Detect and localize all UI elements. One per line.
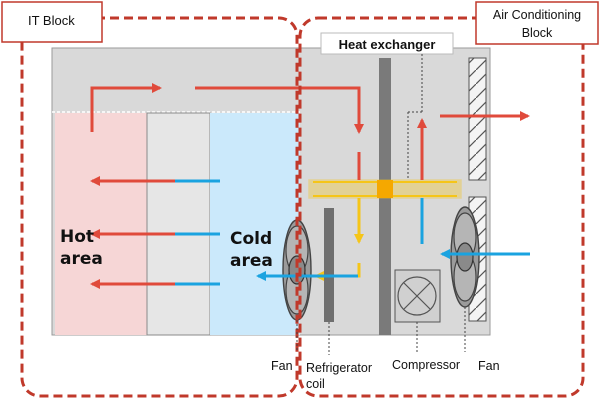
cold-area-label-line2: area: [230, 251, 273, 271]
refrigerator-coil-label-line2: coil: [306, 377, 325, 391]
server-rack: [146, 112, 211, 336]
ac-block-label-line1: Air Conditioning: [493, 8, 581, 22]
it-block-label-box: [1, 1, 103, 43]
ac-block-label-line2: Block: [522, 26, 553, 40]
grille-icon: [468, 57, 487, 181]
fan-left-label: Fan: [271, 359, 293, 373]
hot-air-flow: [90, 83, 530, 289]
heat-exchanger-label-box: [320, 32, 454, 55]
refrigerator-coil: [324, 208, 334, 322]
hot-zone: [55, 113, 147, 335]
heat-exchanger-label: Heat exchanger: [339, 37, 436, 52]
fan-right-label: Fan: [478, 359, 500, 373]
hot-area-label-line1: Hot: [60, 227, 94, 247]
compressor-label: Compressor: [392, 358, 460, 372]
it-block-label: IT Block: [28, 13, 75, 28]
it-block-outline: [20, 16, 299, 398]
cold-air-flow: [175, 179, 530, 286]
ac-block-label-box: [475, 1, 599, 45]
fan-icon: [282, 219, 312, 321]
hot-area-label-line2: area: [60, 249, 103, 269]
compressor-icon: [394, 269, 441, 323]
refrigerator-coil-label-line1: Refrigerator: [306, 361, 372, 375]
cold-area-label-line1: Cold: [230, 229, 272, 249]
fan-icon: [450, 206, 480, 308]
